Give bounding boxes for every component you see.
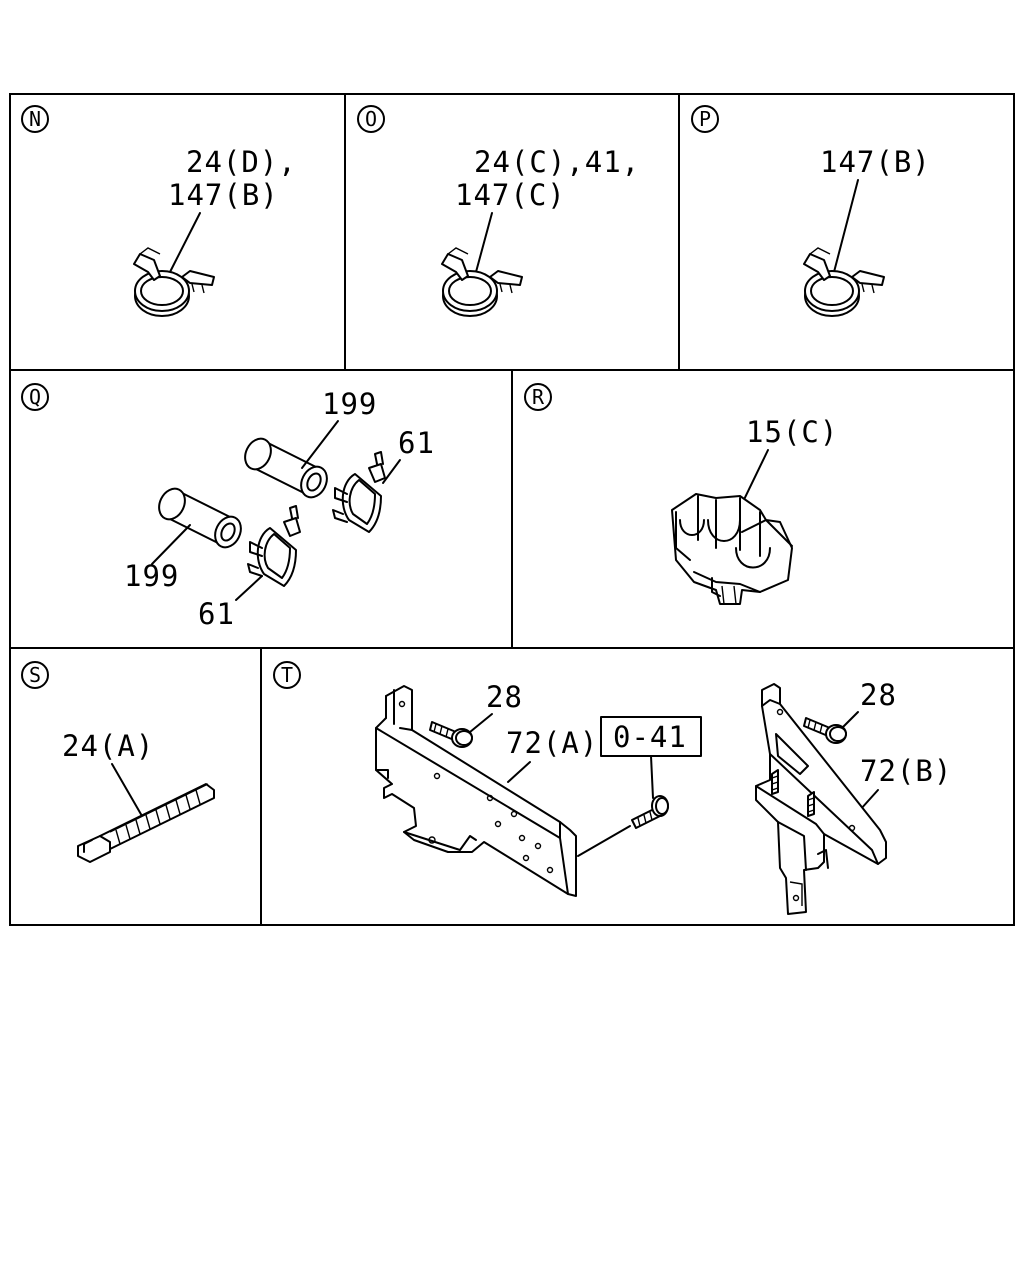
part-label-147c: 147(C) <box>455 178 566 212</box>
part-label-61-upper: 61 <box>398 426 435 460</box>
panel-p: P 147(B) <box>691 105 931 317</box>
leader-line <box>382 459 401 484</box>
leader-line <box>475 212 493 273</box>
bolt-0-41 <box>631 795 669 829</box>
leader-line <box>650 755 654 799</box>
panel-letter-o: O <box>357 105 385 133</box>
hose-clamp <box>803 247 885 317</box>
svg-text:T: T <box>281 663 293 687</box>
part-label-28-right: 28 <box>860 678 897 712</box>
holder-61-upper <box>332 451 386 533</box>
reference-label-0-41: 0-41 <box>613 720 687 754</box>
panel-letter-r: R <box>524 383 552 411</box>
bolt-28-left <box>429 721 473 748</box>
cable-tie <box>77 783 215 863</box>
leader-line <box>469 713 493 733</box>
holder-61-lower <box>247 505 301 587</box>
part-label-147b: 147(B) <box>820 145 931 179</box>
leader-line <box>301 420 339 469</box>
panel-q: Q 199 61 199 61 <box>21 383 435 631</box>
svg-text:Q: Q <box>29 385 41 409</box>
part-label-24c-41: 24(C),41, <box>474 145 640 179</box>
leader-line <box>151 524 191 565</box>
svg-text:N: N <box>29 107 41 131</box>
sleeve-199-upper <box>239 433 333 503</box>
leader-line <box>507 761 531 783</box>
hose-clamp <box>133 247 215 317</box>
svg-text:S: S <box>29 663 41 687</box>
part-label-72a: 72(A) <box>506 726 598 760</box>
panel-o: O 24(C),41, 147(C) <box>357 105 640 317</box>
panel-letter-q: Q <box>21 383 49 411</box>
panel-letter-t: T <box>273 661 301 689</box>
panel-letter-p: P <box>691 105 719 133</box>
bracket-72b <box>755 683 887 915</box>
panel-r: R 15(C) <box>524 383 838 605</box>
bracket-72a <box>375 685 577 897</box>
part-label-61-lower: 61 <box>198 597 235 631</box>
part-label-24a: 24(A) <box>62 729 154 763</box>
leader-line <box>235 575 263 601</box>
panel-frames <box>9 93 1015 926</box>
leader-line <box>111 763 143 817</box>
svg-text:R: R <box>532 385 545 409</box>
leader-line <box>859 789 879 811</box>
panel-s: S 24(A) <box>21 661 215 863</box>
part-label-28-left: 28 <box>486 680 523 714</box>
part-label-24d: 24(D), <box>186 145 297 179</box>
part-label-199-lower: 199 <box>124 559 179 593</box>
panel-n: N 24(D), 147(B) <box>21 105 297 317</box>
panel-letter-n: N <box>21 105 49 133</box>
sleeve-199-lower <box>153 483 247 553</box>
bolt-28-right <box>803 717 847 744</box>
svg-text:P: P <box>699 107 711 131</box>
hose-clamp <box>441 247 523 317</box>
part-label-147b: 147(B) <box>168 178 279 212</box>
pipe-clip <box>671 493 793 605</box>
panel-t: T 28 72(A) 0-41 28 72(B) <box>273 661 952 915</box>
part-label-72b: 72(B) <box>860 754 952 788</box>
leader-line <box>169 212 201 273</box>
leader-line <box>833 179 859 273</box>
part-label-15c: 15(C) <box>746 415 838 449</box>
part-label-199-upper: 199 <box>322 387 377 421</box>
panel-letter-s: S <box>21 661 49 689</box>
leader-line <box>577 825 631 857</box>
svg-text:O: O <box>365 107 377 131</box>
